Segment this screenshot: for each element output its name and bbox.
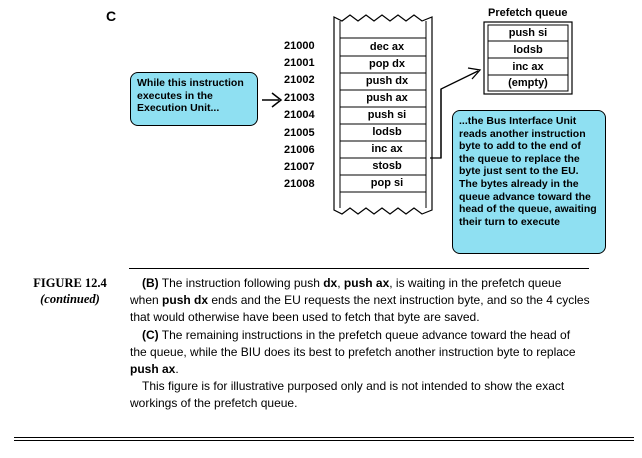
biu-callout: ...the Bus Interface Unit reads another … bbox=[452, 110, 606, 254]
caption-rule bbox=[129, 268, 589, 269]
memory-cell: lodsb bbox=[372, 126, 402, 138]
address-label: 21005 bbox=[284, 127, 315, 139]
address-label: 21006 bbox=[284, 144, 315, 156]
address-label: 21007 bbox=[284, 161, 315, 173]
memory-cell: stosb bbox=[372, 160, 402, 172]
queue-slot: (empty) bbox=[508, 77, 548, 89]
prefetch-queue-title: Prefetch queue bbox=[488, 7, 568, 19]
queue-slot: inc ax bbox=[512, 61, 544, 73]
memory-cell: push si bbox=[367, 109, 407, 121]
memory-cell: pop dx bbox=[368, 58, 406, 70]
panel-letter: C bbox=[106, 8, 117, 24]
address-label: 21000 bbox=[284, 40, 315, 52]
memory-cell: inc ax bbox=[371, 143, 403, 155]
address-label: 21004 bbox=[284, 109, 315, 121]
bottom-rule bbox=[14, 437, 634, 438]
memory-cell: pop si bbox=[370, 177, 404, 189]
address-label: 21001 bbox=[284, 57, 315, 69]
address-label: 21003 bbox=[284, 92, 315, 104]
queue-slot: push si bbox=[508, 27, 548, 39]
memory-cell: dec ax bbox=[369, 41, 405, 53]
memory-cell: push dx bbox=[365, 75, 409, 87]
figure-label: FIGURE 12.4 (continued) bbox=[20, 275, 120, 307]
caption-b: (B) The instruction following push dx, p… bbox=[130, 276, 590, 325]
queue-slot: lodsb bbox=[513, 44, 543, 56]
address-label: 21008 bbox=[284, 178, 315, 190]
figure-number: FIGURE 12.4 bbox=[33, 276, 107, 290]
memory-cell: push ax bbox=[366, 92, 408, 104]
caption-note: This figure is for illustrative purposed… bbox=[130, 379, 565, 411]
caption-c: (C) The remaining instructions in the pr… bbox=[130, 327, 576, 377]
address-label: 21002 bbox=[284, 74, 315, 86]
figure-caption: (B) The instruction following push dx, p… bbox=[130, 275, 590, 413]
bottom-rule bbox=[14, 440, 634, 441]
eu-callout: While this instruction executes in the E… bbox=[130, 72, 258, 126]
figure-continued: (continued) bbox=[40, 292, 100, 306]
